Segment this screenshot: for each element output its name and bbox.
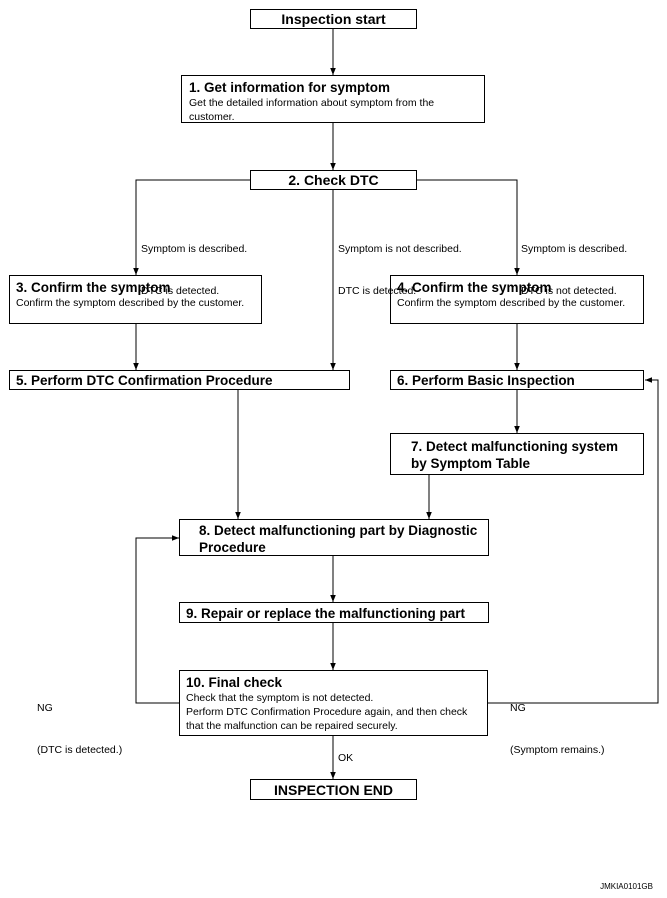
node-1-get-information: 1. Get information for symptom Get the d… xyxy=(181,75,485,123)
label-mid-branch-line1: Symptom is not described. xyxy=(338,243,462,255)
node-8-title: 8. Detect malfunctioning part by Diagnos… xyxy=(199,523,478,555)
label-ng-right: NG (Symptom remains.) xyxy=(510,673,605,771)
edge-2-to-3 xyxy=(133,179,250,275)
node-inspection-end: INSPECTION END xyxy=(250,779,417,800)
label-left-branch: Symptom is described. DTC is detected. xyxy=(141,214,247,312)
label-mid-branch: Symptom is not described. DTC is detecte… xyxy=(338,214,462,312)
node-1-desc: Get the detailed information about sympt… xyxy=(189,97,435,123)
node-7-detect-system-symptom-table: 7. Detect malfunctioning system by Sympt… xyxy=(390,433,644,475)
label-ng-left-line1: NG xyxy=(37,702,53,714)
node-5-perform-dtc-confirmation: 5. Perform DTC Confirmation Procedure xyxy=(9,370,350,390)
node-inspection-start: Inspection start xyxy=(250,9,417,29)
edge-10-ng-to-8 xyxy=(135,535,179,704)
label-ng-left-line2: (DTC is detected.) xyxy=(37,744,123,756)
node-4-desc: Confirm the symptom described by the cus… xyxy=(397,297,626,309)
node-3-confirm-symptom: 3. Confirm the symptom Confirm the sympt… xyxy=(9,275,262,324)
node-6-perform-basic-inspection: 6. Perform Basic Inspection xyxy=(390,370,644,390)
edge-10-ng-to-6 xyxy=(488,377,659,704)
node-inspection-end-title: INSPECTION END xyxy=(273,781,393,798)
node-8-detect-part-diagnostic: 8. Detect malfunctioning part by Diagnos… xyxy=(179,519,489,556)
label-right-branch-line2: DTC is not detected. xyxy=(521,285,617,297)
label-ng-left: NG (DTC is detected.) xyxy=(37,673,122,771)
node-4-title: 4. Confirm the symptom xyxy=(397,280,552,295)
label-right-branch: Symptom is described. DTC is not detecte… xyxy=(521,214,627,312)
node-1-title: 1. Get information for symptom xyxy=(189,80,391,95)
node-inspection-start-title: Inspection start xyxy=(281,11,386,27)
node-9-title: 9. Repair or replace the malfunctioning … xyxy=(186,606,466,621)
node-4-confirm-symptom: 4. Confirm the symptom Confirm the sympt… xyxy=(390,275,644,324)
node-3-desc: Confirm the symptom described by the cus… xyxy=(16,297,245,309)
node-10-final-check: 10. Final check Check that the symptom i… xyxy=(179,670,488,736)
edge-2-to-4 xyxy=(417,179,520,275)
figure-id: JMKIA0101GB xyxy=(600,882,653,891)
label-right-branch-line1: Symptom is described. xyxy=(521,243,628,255)
node-5-title: 5. Perform DTC Confirmation Procedure xyxy=(16,373,273,388)
label-ok: OK xyxy=(338,752,354,764)
label-ng-right-line1: NG xyxy=(510,702,526,714)
node-9-repair-replace: 9. Repair or replace the malfunctioning … xyxy=(179,602,489,623)
label-left-branch-line1: Symptom is described. xyxy=(141,243,248,255)
label-mid-branch-line2: DTC is detected. xyxy=(338,285,417,297)
node-7-title: 7. Detect malfunctioning system by Sympt… xyxy=(411,439,619,471)
node-10-desc-2: Perform DTC Confirmation Procedure again… xyxy=(186,706,468,732)
node-6-title: 6. Perform Basic Inspection xyxy=(397,373,575,388)
node-10-title: 10. Final check xyxy=(186,675,283,690)
label-left-branch-line2: DTC is detected. xyxy=(141,285,220,297)
node-3-title: 3. Confirm the symptom xyxy=(16,280,171,295)
node-2-title: 2. Check DTC xyxy=(288,172,379,188)
node-10-desc-1: Check that the symptom is not detected. xyxy=(186,692,374,704)
node-2-check-dtc: 2. Check DTC xyxy=(250,170,417,190)
label-ng-right-line2: (Symptom remains.) xyxy=(510,744,605,756)
